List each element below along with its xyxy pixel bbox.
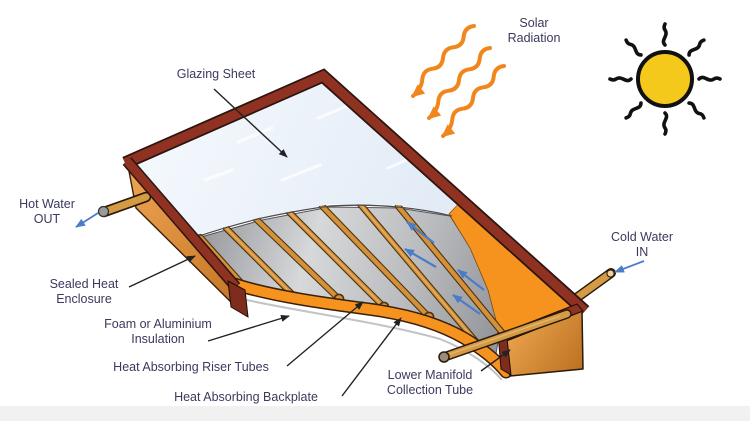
label-sealed-heat-enclosure: Sealed Heat Enclosure	[50, 277, 119, 307]
pipe-end-cap	[97, 205, 110, 218]
leader-backplate	[341, 317, 402, 397]
label-glazing-sheet: Glazing Sheet	[177, 67, 256, 82]
lower-manifold-tube	[438, 309, 572, 363]
label-line: Solar	[519, 16, 549, 30]
label-solar-radiation: Solar Radiation	[508, 16, 561, 46]
label-line: Sealed Heat	[49, 277, 119, 291]
label-line: Heat Absorbing Riser Tubes	[113, 360, 269, 374]
label-line: OUT	[33, 212, 61, 226]
leader-insulation	[207, 315, 290, 342]
cold-water-pipe	[570, 268, 616, 304]
leader-riser-tubes	[286, 301, 364, 367]
label-line: IN	[635, 245, 649, 259]
cold-water-in-arrow	[614, 260, 645, 273]
label-line: Radiation	[507, 31, 561, 45]
label-backplate: Heat Absorbing Backplate	[174, 390, 318, 405]
glazing-sheet-surface	[130, 74, 462, 240]
label-hot-water-out: Hot Water OUT	[19, 197, 75, 227]
label-line: Insulation	[131, 332, 185, 346]
glazing-cutaway-edge	[189, 204, 453, 240]
sun-icon	[608, 22, 722, 136]
label-line: Foam or Aluminium	[104, 317, 212, 331]
leader-lines	[75, 88, 645, 397]
leader-lower-manifold	[480, 349, 511, 372]
label-line: Hot Water	[19, 197, 75, 211]
hot-water-out-arrow	[75, 212, 99, 228]
flow-arrow-icon	[404, 221, 485, 315]
leader-glazing-sheet	[213, 88, 288, 158]
label-line: Collection Tube	[386, 383, 474, 397]
label-line: Heat Absorbing Backplate	[174, 390, 318, 404]
label-line: Enclosure	[56, 292, 112, 306]
leader-sealed-heat-enclosure	[128, 255, 196, 288]
foam-insulation-band	[227, 277, 513, 381]
label-riser-tubes: Heat Absorbing Riser Tubes	[113, 360, 269, 375]
bottom-shade	[0, 406, 750, 421]
label-insulation: Foam or Aluminium Insulation	[104, 317, 212, 347]
glass-reflection-streaks	[203, 102, 422, 182]
label-line: Glazing Sheet	[176, 67, 256, 81]
manifold-end-cap	[438, 351, 450, 363]
enclosure-frame	[122, 68, 590, 318]
label-line: Lower Manifold	[387, 368, 473, 382]
hot-water-pipe	[97, 191, 152, 218]
frame-corner-post	[227, 280, 249, 318]
pipe-end-cap	[606, 269, 615, 278]
label-lower-manifold: Lower Manifold Collection Tube	[387, 368, 473, 398]
label-cold-water-in: Cold Water IN	[611, 230, 673, 260]
label-line: Cold Water	[610, 230, 674, 244]
